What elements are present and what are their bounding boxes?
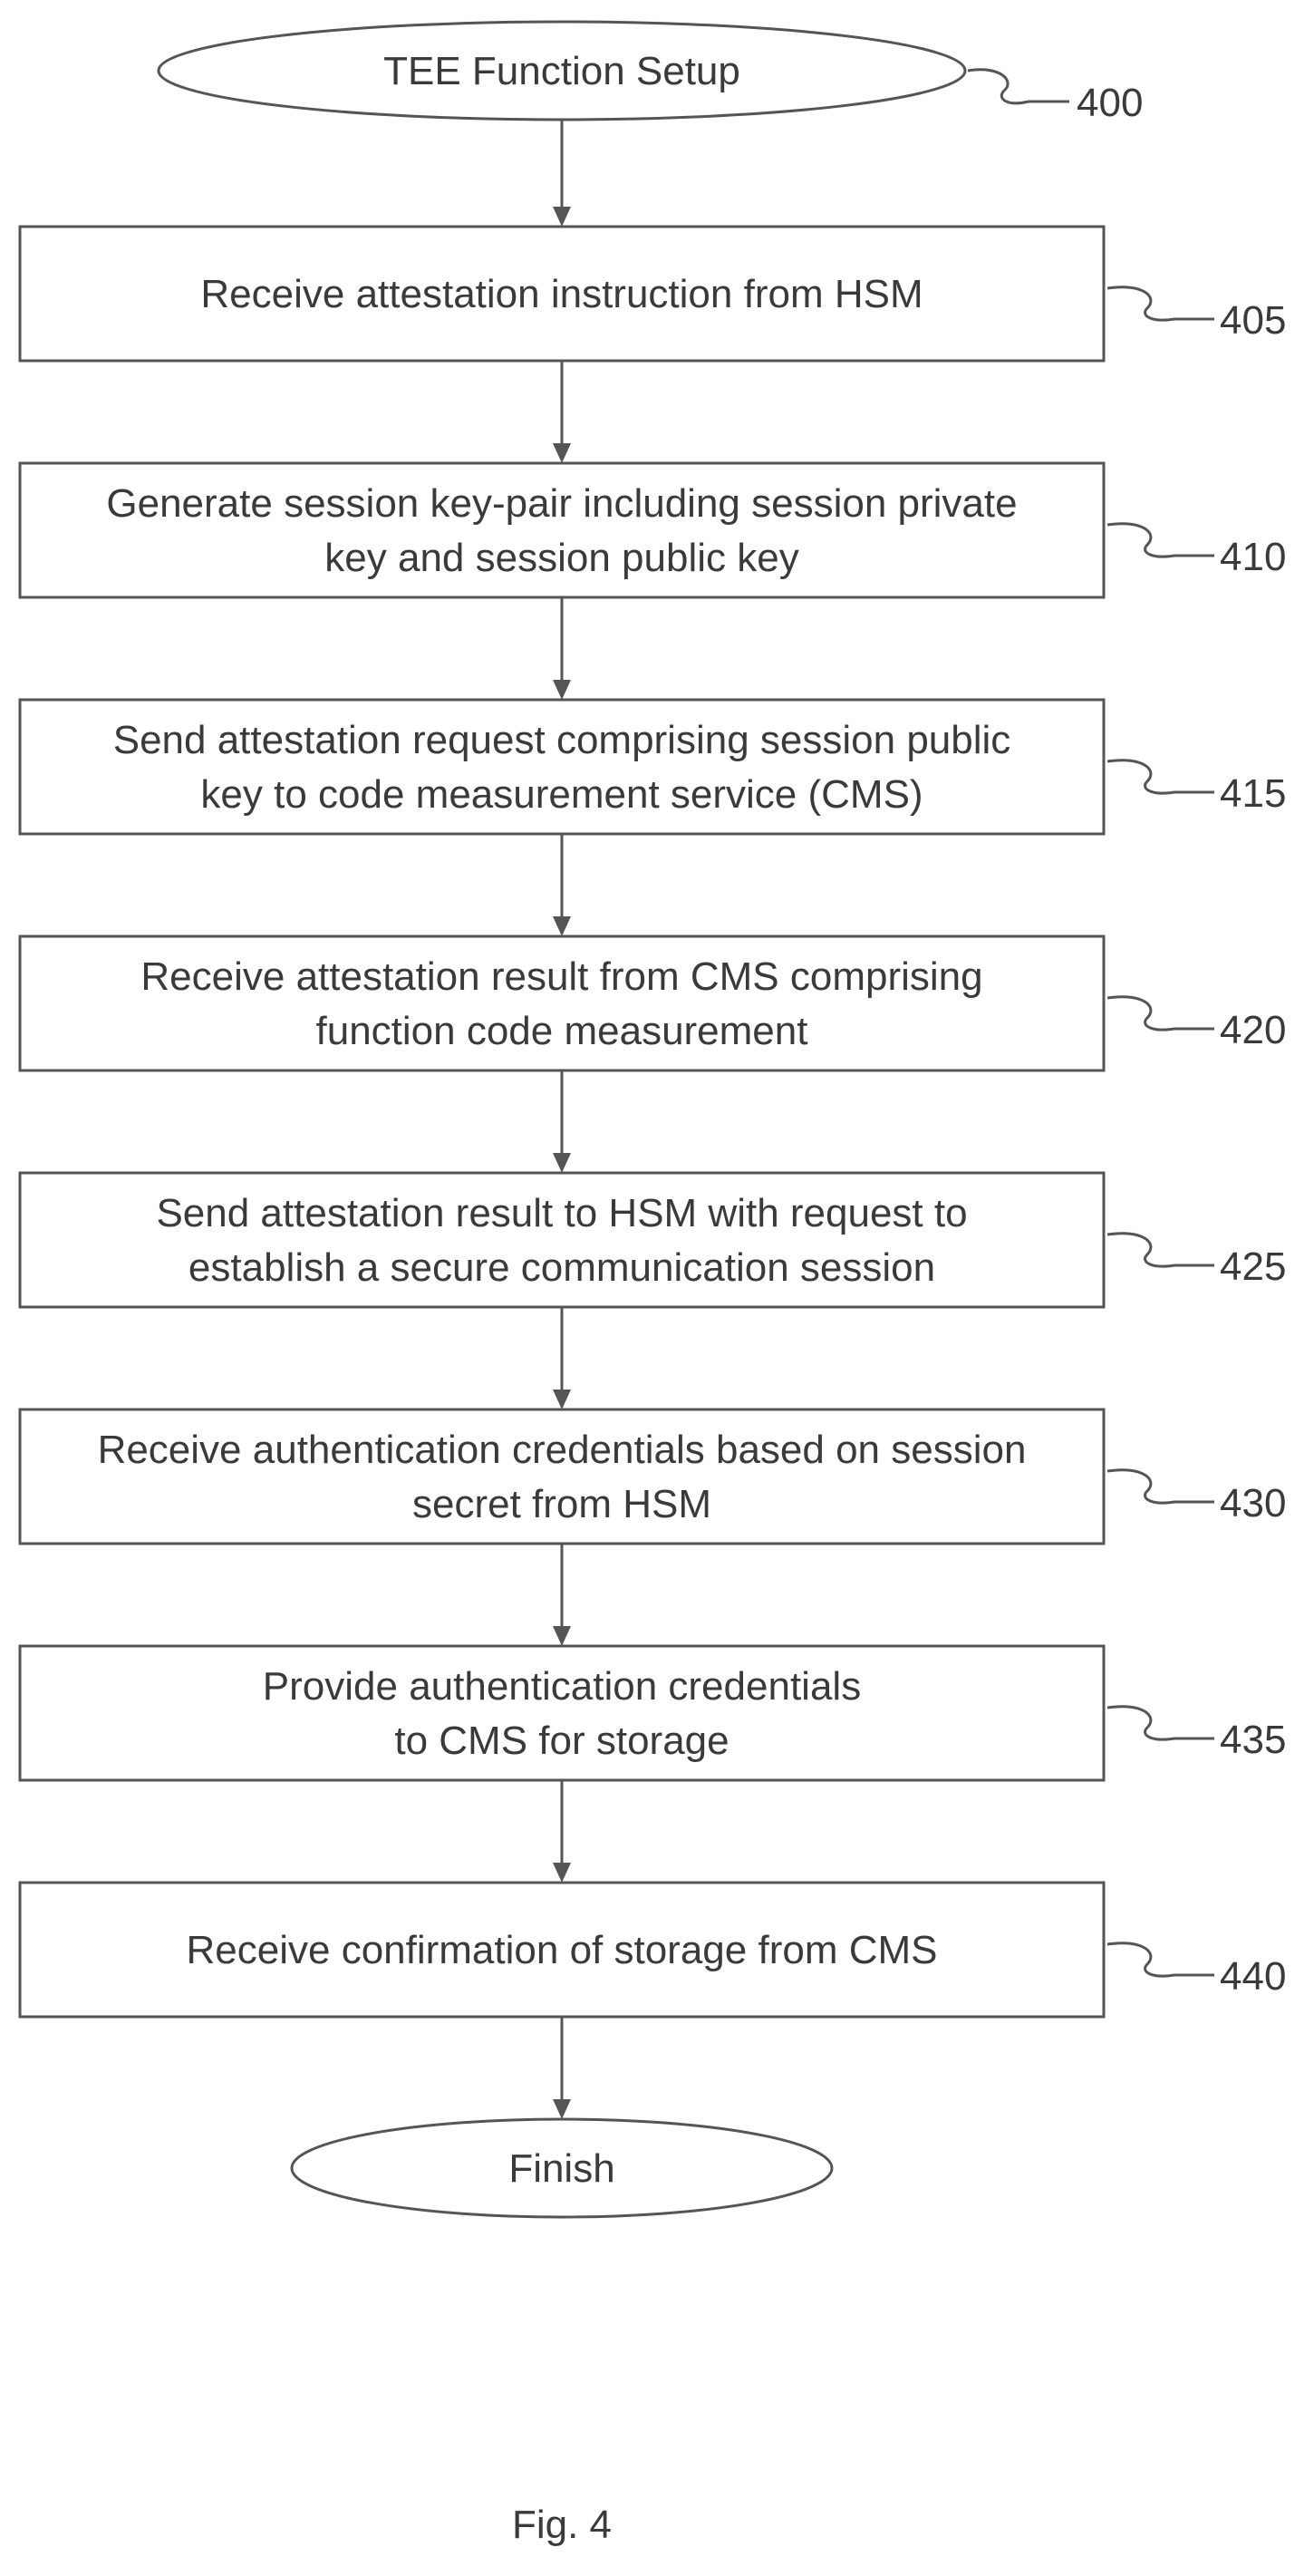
ref-label-405: 405 bbox=[1220, 298, 1286, 343]
ref-label-415: 415 bbox=[1220, 771, 1286, 816]
ref-label-410: 410 bbox=[1220, 535, 1286, 579]
process-text-line: function code measurement bbox=[316, 1009, 808, 1053]
ref-leader-405 bbox=[1107, 287, 1214, 320]
ref-label-420: 420 bbox=[1220, 1008, 1286, 1052]
process-text-line: Receive authentication credentials based… bbox=[98, 1428, 1027, 1472]
arrowhead bbox=[553, 680, 571, 700]
ref-label-425: 425 bbox=[1220, 1244, 1286, 1289]
process-text-line: establish a secure communication session bbox=[188, 1245, 935, 1290]
process-text-line: Provide authentication credentials bbox=[263, 1664, 861, 1709]
process-text-line: secret from HSM bbox=[412, 1482, 711, 1526]
arrowhead bbox=[553, 1863, 571, 1883]
process-step: Receive confirmation of storage from CMS… bbox=[20, 1883, 1286, 2017]
steps-layer: Receive attestation instruction from HSM… bbox=[20, 227, 1286, 2017]
process-text-line: Send attestation request comprising sess… bbox=[113, 718, 1011, 762]
end-node: Finish bbox=[292, 2119, 832, 2217]
ref-label-440: 440 bbox=[1220, 1954, 1286, 1999]
ref-leader-440 bbox=[1107, 1943, 1214, 1976]
process-text-line: to CMS for storage bbox=[394, 1719, 729, 1763]
ref-leader-435 bbox=[1107, 1707, 1214, 1739]
ref-leader-425 bbox=[1107, 1234, 1214, 1266]
start-ref: 400 bbox=[968, 70, 1143, 125]
start-node: TEE Function Setup bbox=[159, 22, 965, 120]
process-text-line: Send attestation result to HSM with requ… bbox=[156, 1191, 967, 1235]
process-text-line: key and session public key bbox=[324, 536, 798, 580]
process-text-line: Receive attestation result from CMS comp… bbox=[140, 954, 982, 999]
process-step: Receive authentication credentials based… bbox=[20, 1409, 1286, 1544]
ref-leader-410 bbox=[1107, 524, 1214, 557]
arrowhead bbox=[553, 2099, 571, 2119]
arrowhead bbox=[553, 443, 571, 463]
process-step: Send attestation request comprising sess… bbox=[20, 700, 1286, 834]
arrowhead bbox=[553, 916, 571, 936]
end-label: Finish bbox=[508, 2146, 614, 2191]
ref-label-435: 435 bbox=[1220, 1718, 1286, 1762]
process-step: Receive attestation instruction from HSM… bbox=[20, 227, 1286, 361]
arrowhead bbox=[553, 1626, 571, 1646]
ref-leader-420 bbox=[1107, 997, 1214, 1030]
ref-leader-415 bbox=[1107, 760, 1214, 793]
ref-label-400: 400 bbox=[1077, 81, 1143, 125]
process-text-line: key to code measurement service (CMS) bbox=[200, 772, 923, 817]
ref-leader-430 bbox=[1107, 1470, 1214, 1503]
process-text-line: Receive attestation instruction from HSM bbox=[200, 272, 923, 316]
process-step: Receive attestation result from CMS comp… bbox=[20, 936, 1286, 1070]
process-step: Generate session key-pair including sess… bbox=[20, 463, 1286, 597]
process-text-line: Generate session key-pair including sess… bbox=[106, 481, 1017, 526]
ref-label-430: 430 bbox=[1220, 1481, 1286, 1525]
figure-label: Fig. 4 bbox=[512, 2503, 612, 2547]
arrowhead bbox=[553, 1153, 571, 1173]
start-label: TEE Function Setup bbox=[383, 49, 740, 93]
process-step: Provide authentication credentials to CMS… bbox=[20, 1646, 1286, 1780]
process-text-line: Receive confirmation of storage from CMS bbox=[187, 1928, 938, 1972]
ref-leader-400 bbox=[968, 70, 1069, 103]
arrowhead bbox=[553, 1390, 571, 1409]
connectors-layer bbox=[553, 120, 571, 2119]
arrowhead bbox=[553, 207, 571, 227]
process-step: Send attestation result to HSM with requ… bbox=[20, 1173, 1286, 1307]
